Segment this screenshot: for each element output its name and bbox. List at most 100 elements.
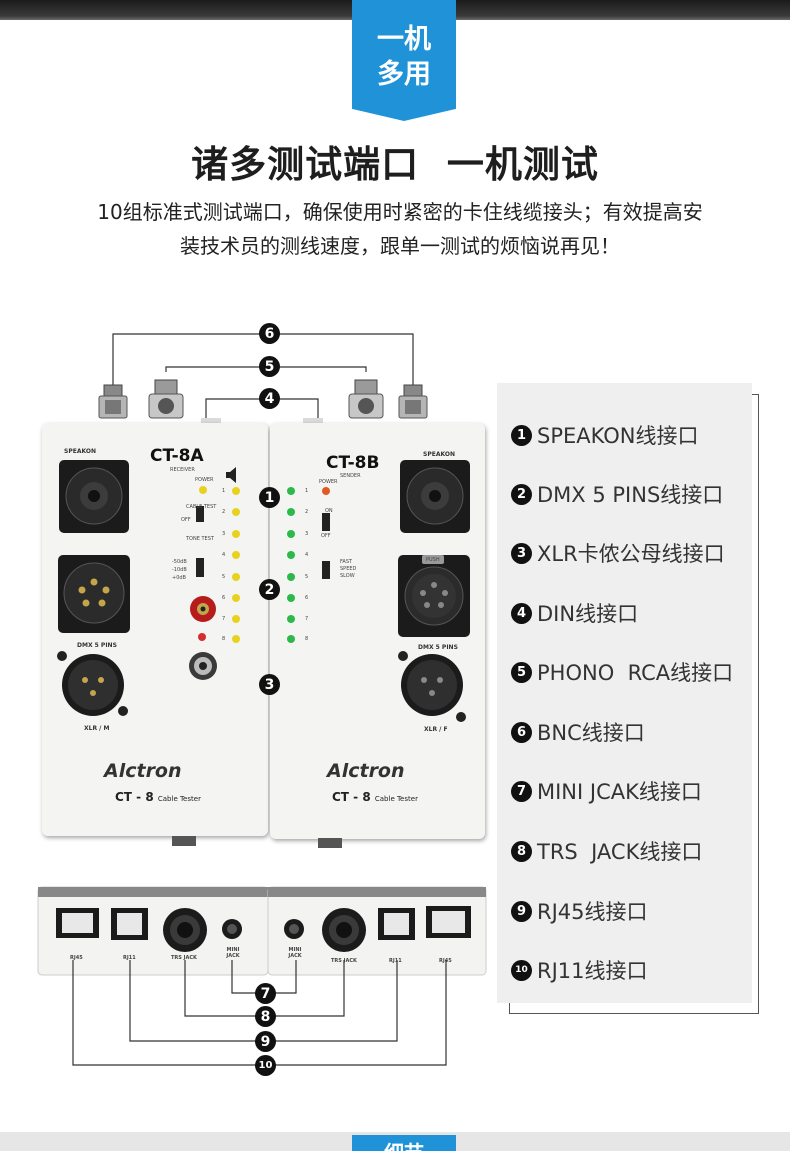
device-b-leds [287, 487, 295, 643]
device-a-led-2: 2 [222, 509, 226, 515]
device-a-speakon-label: SPEAKON [64, 448, 96, 455]
device-b-off-label: OFF [321, 533, 331, 539]
device-b-led-2: 2 [305, 509, 309, 515]
legend-label-3: XLR卡侬公母线接口 [537, 542, 725, 566]
description-line1: 10组标准式测试端口，确保使用时紧密的卡住线缆接头；有效提高安 [97, 200, 703, 224]
legend-label-4: DIN线接口 [537, 602, 639, 626]
device-b-series-text: CT - 8 [332, 790, 371, 804]
bottom-label-mini-left: MINI JACK [226, 947, 240, 959]
callout-1: 1 [259, 487, 280, 508]
device-a-dmx-label: DMX 5 PINS [77, 642, 117, 649]
device-b-led-7: 7 [305, 616, 309, 622]
next-section-tag: 细节 [352, 1135, 456, 1151]
device-a-connectors [57, 460, 240, 846]
description: 10组标准式测试端口，确保使用时紧密的卡住线缆接头；有效提高安 装技术员的测线速… [30, 195, 770, 263]
device-a-type: RECEIVER [170, 467, 195, 473]
legend-num-9: 9 [511, 900, 532, 922]
device-a-tone-test-label: TONE TEST [186, 536, 214, 542]
device-b-brand-text: Alctron [327, 760, 405, 782]
legend-num-10: 10 [511, 959, 532, 981]
next-section-tag-text: 细节 [352, 1139, 456, 1151]
device-a-series: CT - 8 Cable Tester [115, 790, 201, 804]
legend-label-10: RJ11线接口 [537, 959, 648, 983]
legend-num-6: 6 [511, 721, 532, 743]
bottom-label-trs-left: TRS JACK [171, 955, 197, 961]
device-b-connectors [287, 460, 470, 848]
bottom-label-rj45-right: RJ45 [439, 958, 452, 964]
device-b-series: CT - 8 Cable Tester [332, 790, 418, 804]
legend-label-9: RJ45线接口 [537, 900, 648, 924]
callout-10: 10 [255, 1055, 276, 1076]
bottom-label-mini-right: MINI JACK [288, 947, 302, 959]
device-a-led-4: 4 [222, 552, 226, 558]
callout-7: 7 [255, 983, 276, 1004]
device-b-push-label: PUSH [426, 557, 440, 563]
legend-label-2: DMX 5 PINS线接口 [537, 483, 724, 507]
legend-num-2: 2 [511, 483, 532, 505]
device-a-cable-test-label: CABLE TEST [186, 504, 217, 510]
legend-num-3: 3 [511, 542, 532, 564]
device-b-type: SENDER [340, 473, 361, 479]
callout-3: 3 [259, 674, 280, 695]
device-a-led-8: 8 [222, 636, 226, 642]
bottom-label-rj11-right: RJ11 [389, 958, 402, 964]
device-b-led-1: 1 [305, 488, 309, 494]
bottom-label-rj11-left: RJ11 [123, 955, 136, 961]
legend-num-8: 8 [511, 840, 532, 862]
section-tag-line2: 多用 [377, 59, 431, 90]
callout-5: 5 [259, 356, 280, 377]
page-title: 诸多测试端口 一机测试 [191, 143, 599, 186]
device-b-power-label: POWER [319, 479, 338, 485]
device-a-brand: Alctron [104, 760, 182, 782]
device-b-xlr-label: XLR / F [424, 726, 448, 733]
device-a-series-sub: Cable Tester [157, 795, 201, 803]
device-a-led-6: 6 [222, 595, 226, 601]
legend-label-5: PHONO RCA线接口 [537, 661, 734, 685]
description-line2: 装技术员的测线速度，跟单一测试的烦恼说再见！ [180, 234, 620, 258]
device-b-led-8: 8 [305, 636, 309, 642]
legend-num-7: 7 [511, 780, 532, 802]
device-a-series-text: CT - 8 [115, 790, 154, 804]
bottom-label-trs-right: TRS JACK [331, 958, 357, 964]
callout-6: 6 [259, 323, 280, 344]
device-a-power-label: POWER [195, 477, 214, 483]
device-b-led-5: 5 [305, 574, 309, 580]
device-b-series-sub: Cable Tester [374, 795, 418, 803]
device-b-dmx-label: DMX 5 PINS [418, 644, 458, 651]
callout-2: 2 [259, 579, 280, 600]
callout-8: 8 [255, 1006, 276, 1027]
device-b-model: CT-8B [326, 453, 380, 473]
device-a-leds [232, 487, 240, 643]
callout-4: 4 [259, 388, 280, 409]
legend-label-7: MINI JCAK线接口 [537, 780, 702, 804]
device-b-led-6: 6 [305, 595, 309, 601]
device-a-off-label: OFF [181, 517, 191, 523]
legend-label-8: TRS JACK线接口 [537, 840, 703, 864]
legend-num-4: 4 [511, 602, 532, 624]
legend-num-5: 5 [511, 661, 532, 683]
device-b-on-label: ON [325, 508, 333, 514]
device-b-fast-label: FAST [340, 559, 353, 565]
bottom-panel [37, 886, 487, 976]
legend-num-1: 1 [511, 424, 532, 446]
device-a-led-1: 1 [222, 488, 226, 494]
device-a-led-3: 3 [222, 531, 226, 537]
device-b-brand: Alctron [327, 760, 405, 782]
device-a-model: CT-8A [150, 446, 204, 466]
device-b-speakon-label: SPEAKON [423, 451, 455, 458]
device-a-level-label: -50dB -10dB +0dB [172, 559, 187, 581]
device-a-led-7: 7 [222, 616, 226, 622]
device-a-xlr-label: XLR / M [84, 725, 110, 732]
section-tag-line1: 一机 [377, 24, 431, 55]
